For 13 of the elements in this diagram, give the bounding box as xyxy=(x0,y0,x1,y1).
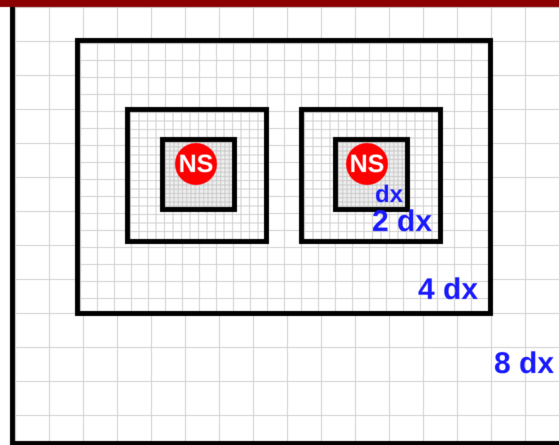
refined-grid-box xyxy=(75,38,493,316)
ns-circle xyxy=(346,143,388,185)
grid-spacing-label: 2 dx xyxy=(372,207,432,237)
station-label: NS xyxy=(178,152,214,176)
refined-grid-box xyxy=(299,107,443,244)
finest-grid-box xyxy=(160,137,237,212)
station-label: NS xyxy=(350,152,384,176)
grid-spacing-label: 8 dx xyxy=(494,349,554,379)
grid-spacing-label: 4 dx xyxy=(418,275,478,305)
coarse-grid-region xyxy=(10,7,559,445)
grid-spacing-label: dx xyxy=(374,183,403,207)
ns-circle xyxy=(175,143,217,185)
refined-grid-box xyxy=(125,107,269,244)
